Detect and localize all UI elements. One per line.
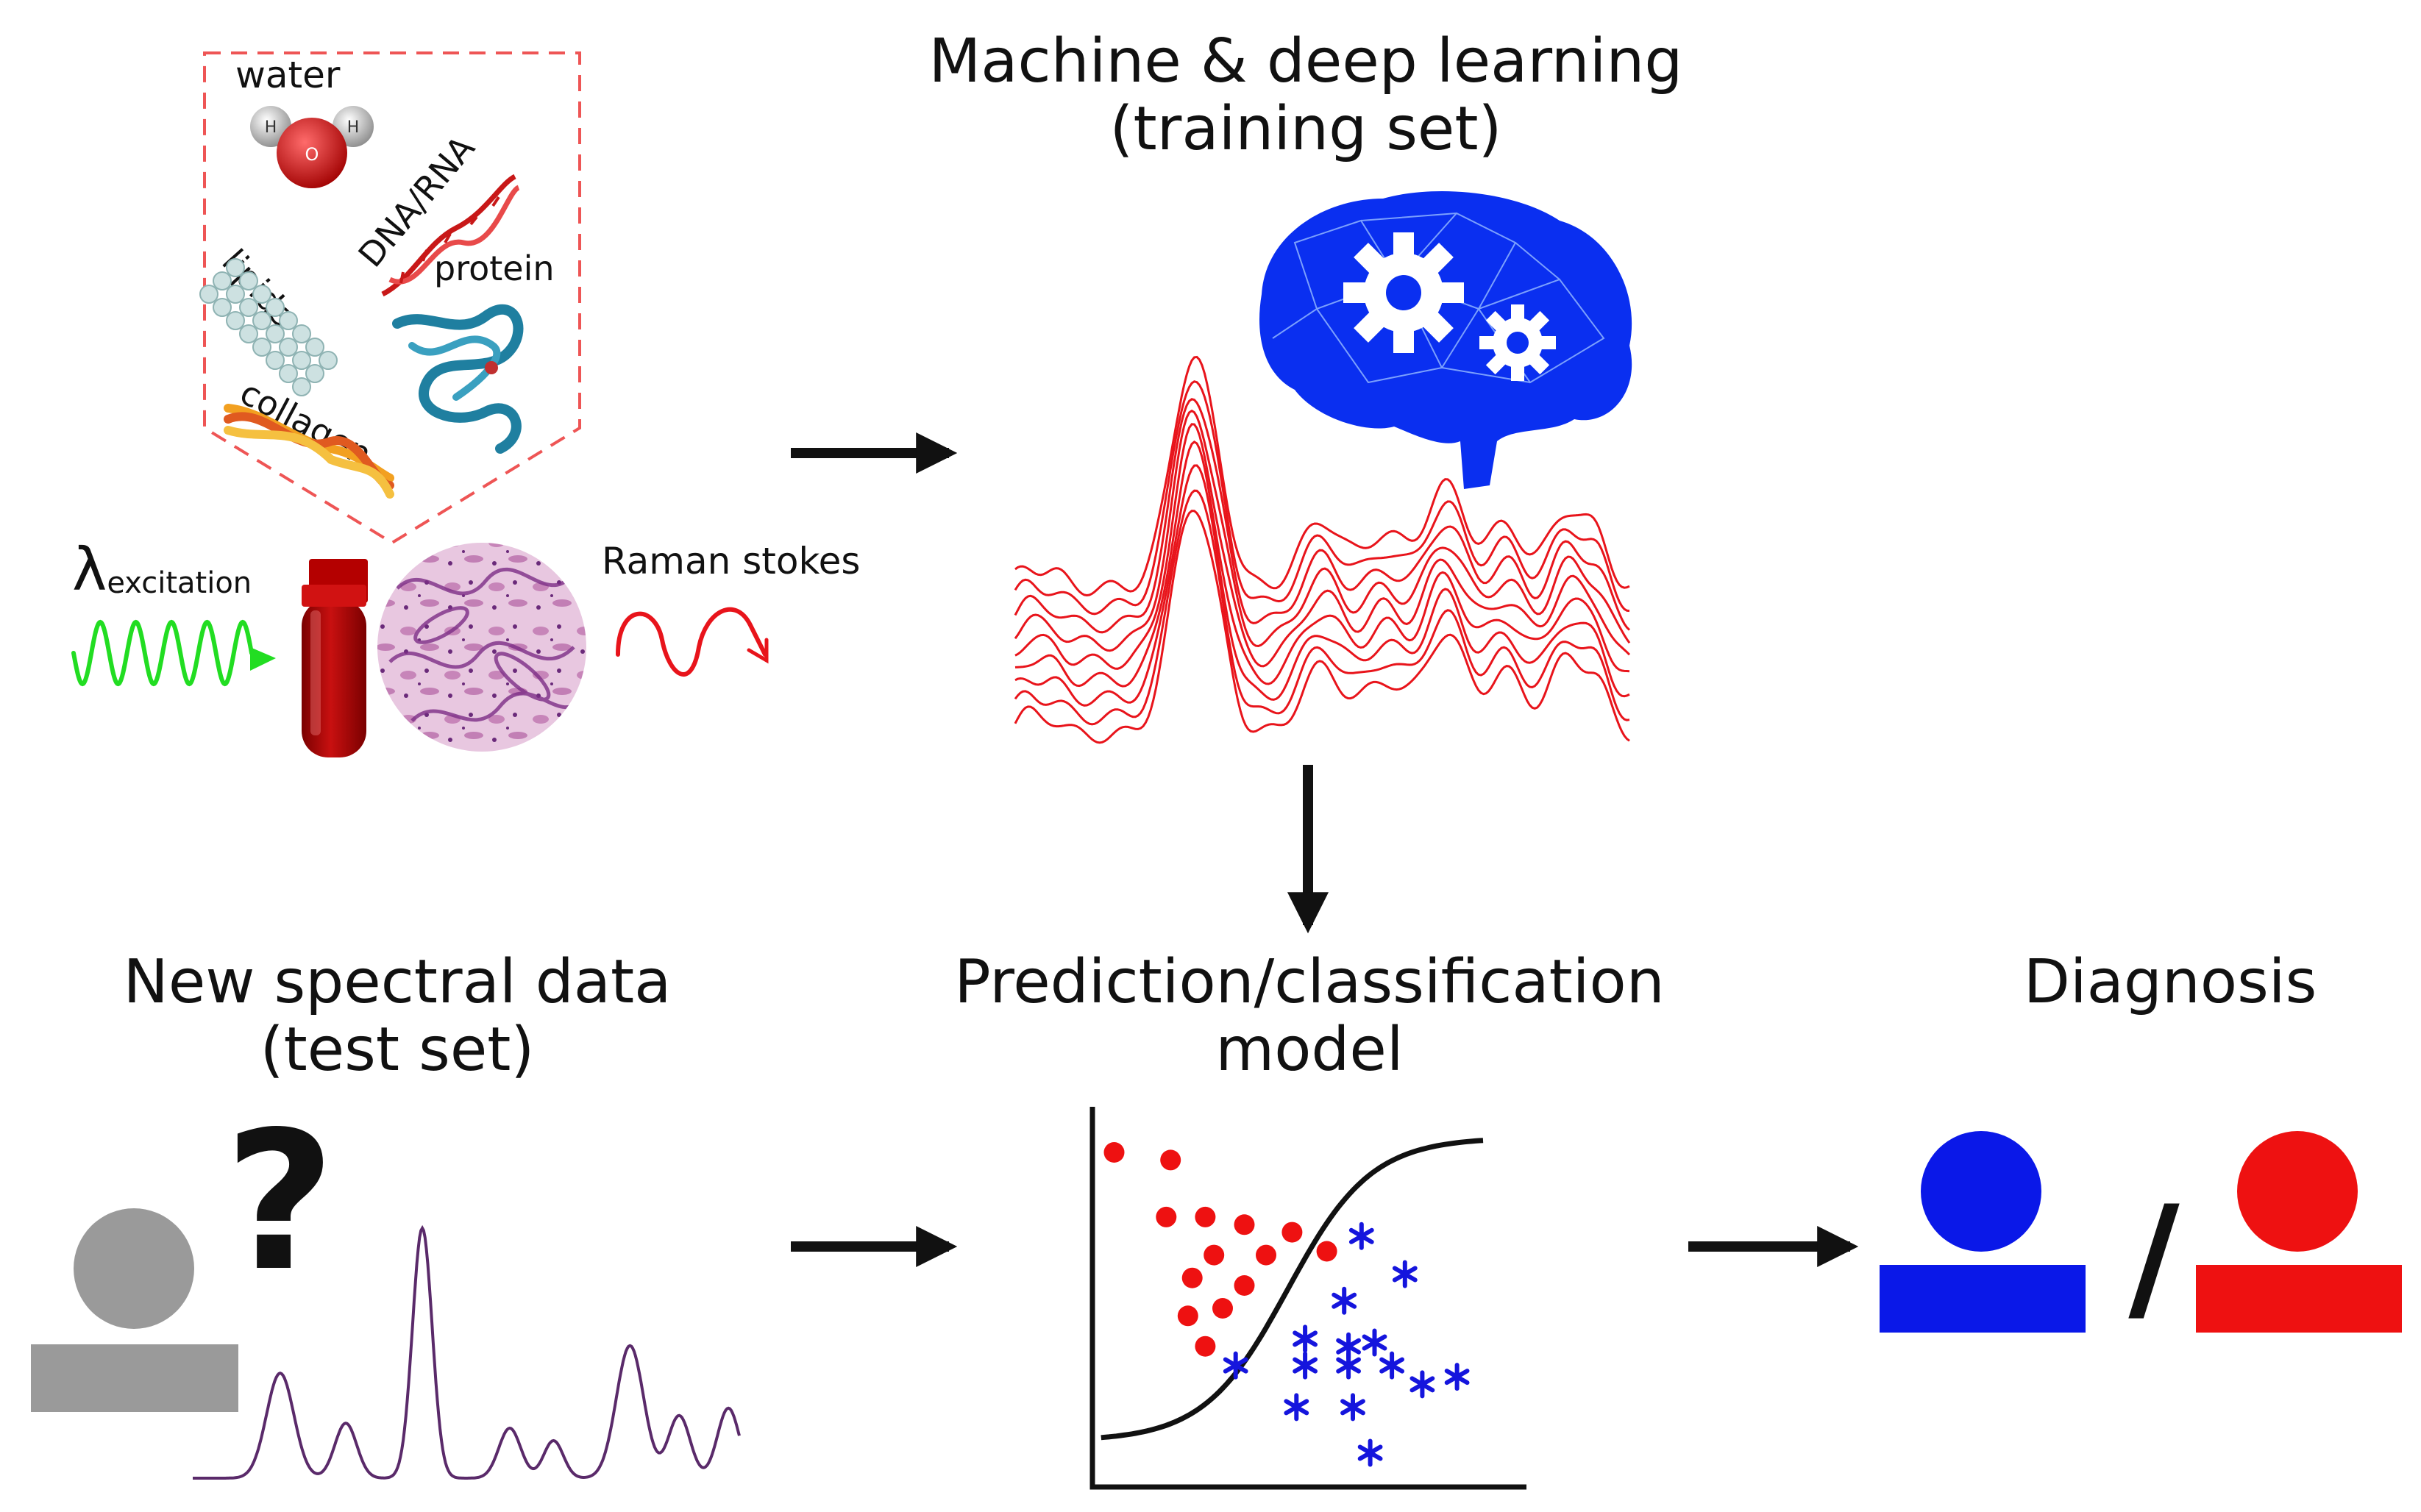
- molecule-label-protein: protein: [434, 249, 555, 288]
- model-chart: [1089, 1107, 1526, 1490]
- raman-label: Raman stokes: [602, 540, 861, 582]
- training-spectrum-line: [1014, 398, 1631, 634]
- new-data-title: New spectral data (test set): [74, 949, 721, 1084]
- class-red-point: [1234, 1214, 1255, 1235]
- training-spectrum-line: [1014, 464, 1630, 707]
- excitation-wave-icon: [71, 619, 276, 687]
- atom-label-h2: H: [347, 118, 360, 137]
- training-spectra: [1014, 355, 1631, 744]
- excitation-label: λexcitation: [72, 537, 252, 603]
- diagnosis-title: Diagnosis: [2023, 947, 2317, 1017]
- class-blue-star: [1340, 1393, 1365, 1422]
- tissue-slice-icon: [377, 543, 586, 752]
- class-blue-star: [1284, 1393, 1309, 1422]
- person-icon: [1880, 1131, 2086, 1333]
- class-blue-star: [1336, 1351, 1361, 1380]
- lipid-icon: [199, 258, 338, 396]
- class-blue-star: [1444, 1363, 1470, 1391]
- ml-title: Machine & deep learning (training set): [901, 28, 1710, 163]
- training-spectrum-line: [1014, 409, 1631, 652]
- gear-icon: [1343, 232, 1464, 353]
- class-blue-star: [1293, 1351, 1318, 1380]
- class-red-point: [1234, 1275, 1255, 1296]
- class-red-point: [1195, 1336, 1216, 1357]
- class-red-point: [1195, 1206, 1216, 1227]
- new-data-line2: (test set): [260, 1014, 535, 1085]
- class-red-point: [1204, 1244, 1225, 1266]
- person-icon: [2196, 1131, 2402, 1333]
- brain-icon: [1259, 191, 1632, 489]
- gear-icon: [1479, 304, 1556, 381]
- molecule-label-water: water: [235, 54, 341, 96]
- class-blue-star: [1409, 1370, 1435, 1399]
- class-blue-star: [1379, 1351, 1404, 1380]
- dna-helix-icon: [381, 174, 520, 297]
- water-molecule-icon: H H O: [250, 106, 374, 188]
- slash-separator: /: [2128, 1176, 2180, 1338]
- test-spectrum: [193, 1224, 741, 1480]
- class-blue-star: [1392, 1260, 1418, 1288]
- model-title: Prediction/classification model: [912, 949, 1707, 1084]
- class-blue-star: [1293, 1324, 1318, 1353]
- class-blue-star: [1357, 1438, 1383, 1467]
- model-line1: Prediction/classification: [954, 947, 1665, 1017]
- training-spectrum-line: [1014, 510, 1630, 744]
- slash-text: /: [2128, 1176, 2180, 1338]
- class-red-point: [1212, 1298, 1233, 1319]
- new-data-line1: New spectral data: [123, 947, 672, 1017]
- excitation-subscript: excitation: [107, 566, 252, 601]
- class-blue-star: [1332, 1286, 1357, 1315]
- training-spectrum-line: [1014, 423, 1631, 670]
- class-red-point: [1181, 1267, 1203, 1288]
- question-mark-icon: ?: [224, 1091, 335, 1313]
- training-spectrum-line: [1014, 355, 1630, 597]
- model-line2: model: [1215, 1014, 1404, 1085]
- ml-title-line2: (training set): [1109, 93, 1502, 164]
- class-red-point: [1177, 1305, 1198, 1327]
- lambda-symbol: λ: [72, 535, 107, 604]
- class-red-point: [1156, 1206, 1177, 1227]
- protein-icon: [392, 304, 524, 454]
- chart-axes: [1089, 1107, 1526, 1490]
- raman-wave-icon: [616, 607, 769, 677]
- training-spectrum-line: [1014, 380, 1630, 616]
- class-blue-star: [1362, 1328, 1387, 1357]
- atom-label-o: O: [305, 144, 319, 165]
- decision-boundary: [1101, 1138, 1484, 1441]
- class-red-point: [1103, 1142, 1125, 1163]
- person-icon: [31, 1208, 238, 1412]
- training-spectrum-line: [1014, 489, 1630, 726]
- class-blue-star: [1348, 1222, 1374, 1250]
- dashed-molecule-frame: [203, 51, 581, 545]
- class-red-point: [1160, 1149, 1181, 1171]
- blood-tube-icon: [302, 559, 368, 757]
- class-red-point: [1281, 1222, 1303, 1243]
- collagen-icon: [224, 404, 394, 499]
- ml-title-line1: Machine & deep learning: [928, 26, 1683, 96]
- class-red-point: [1256, 1244, 1276, 1266]
- training-spectrum-line: [1014, 440, 1630, 688]
- class-red-point: [1316, 1241, 1337, 1262]
- atom-label-h1: H: [265, 118, 277, 137]
- class-blue-star: [1223, 1351, 1248, 1380]
